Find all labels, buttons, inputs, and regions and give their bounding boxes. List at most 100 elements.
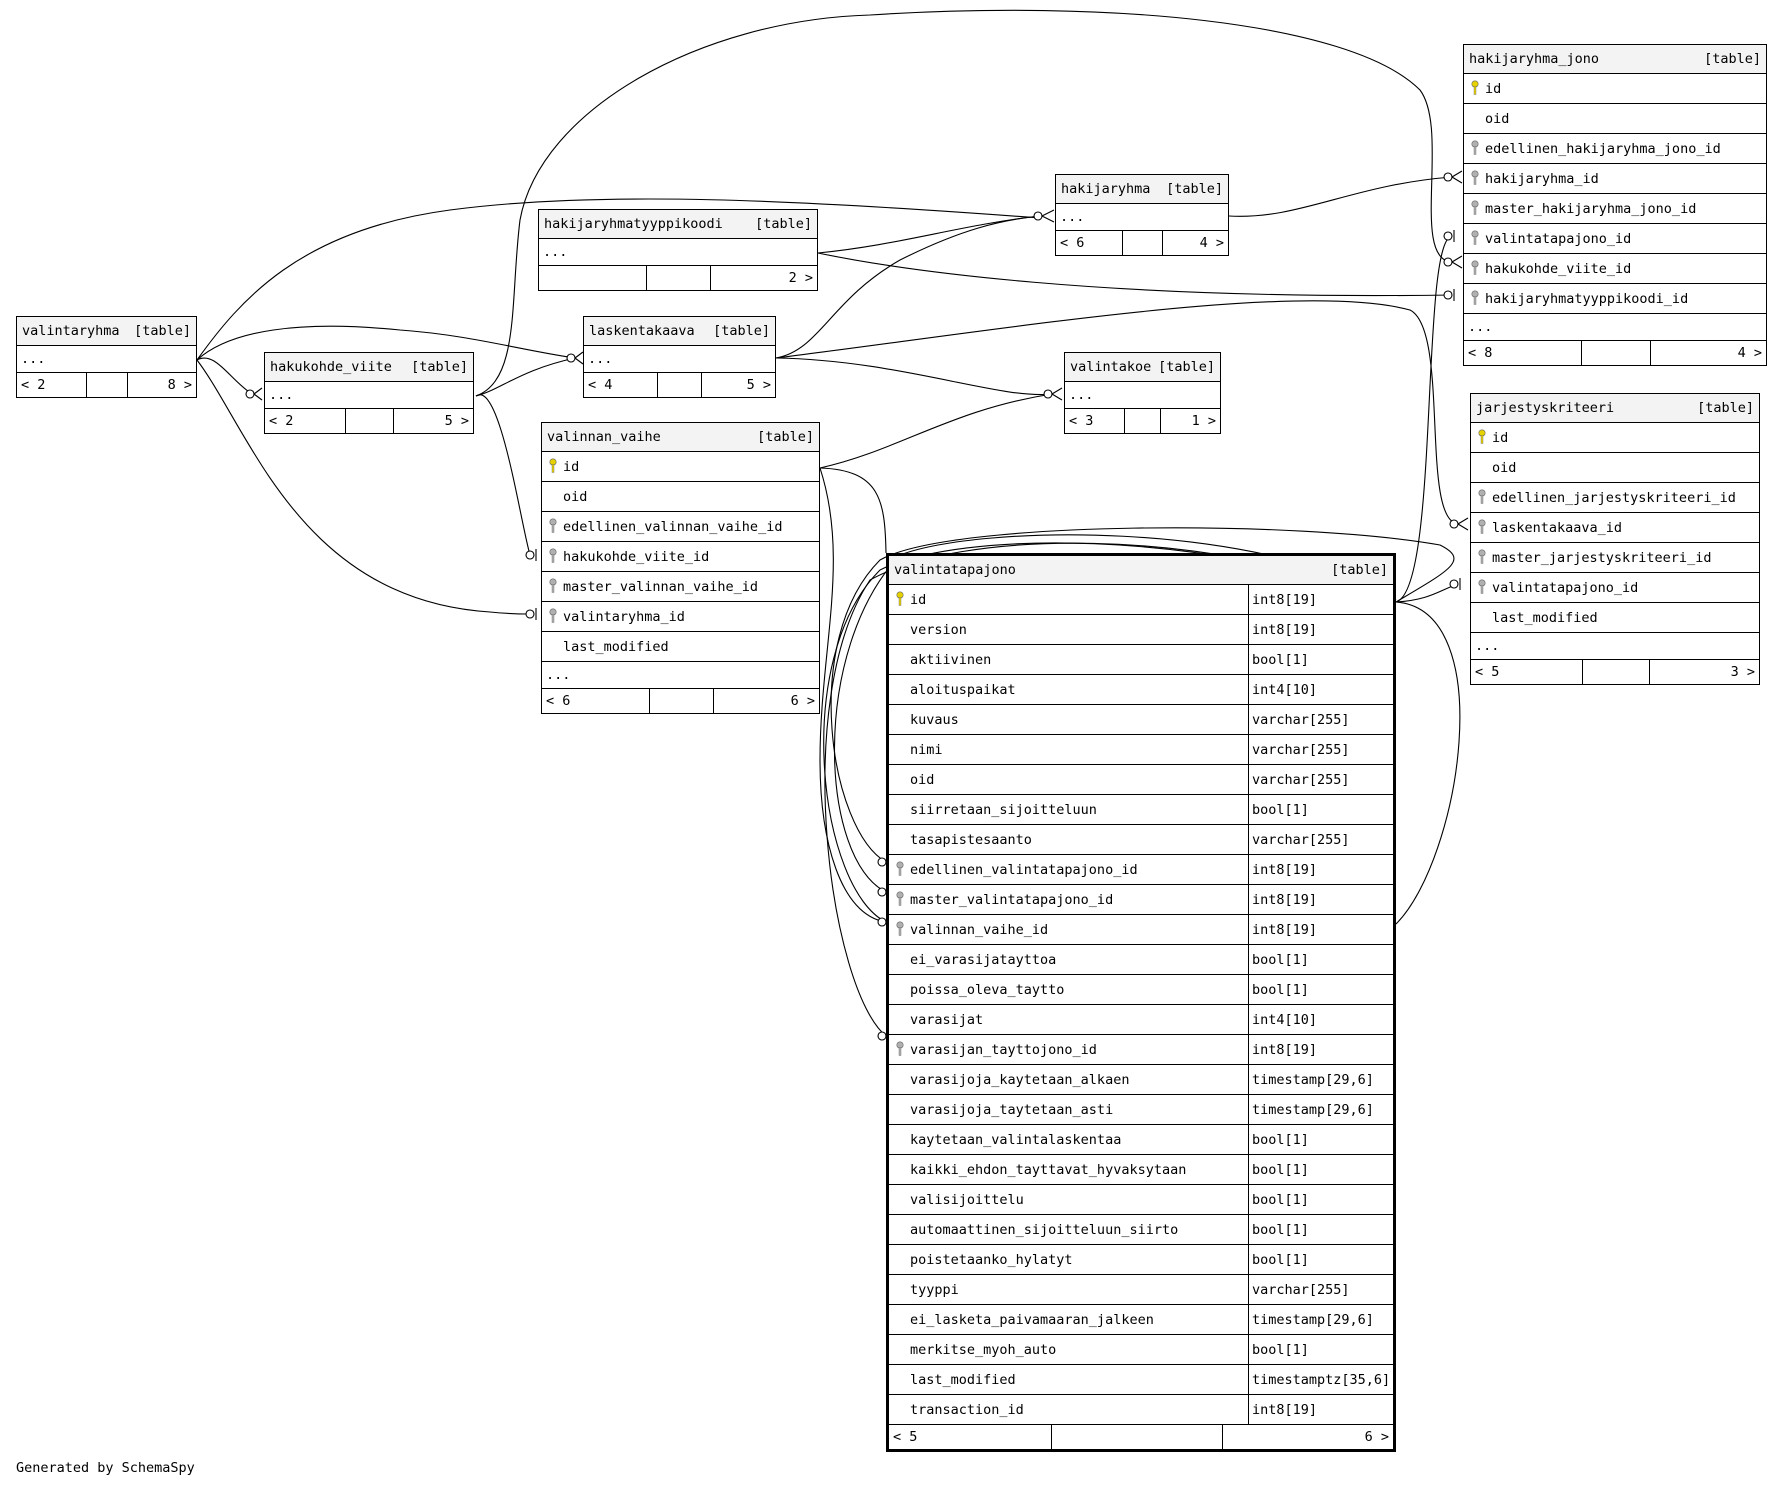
- column-row[interactable]: laskentakaava_id: [1471, 513, 1759, 543]
- column-row[interactable]: valintaryhma_id: [542, 602, 819, 632]
- table-header: hakijaryhmatyyppikoodi[table]: [539, 210, 817, 239]
- column-row[interactable]: valintatapajono_id: [1471, 573, 1759, 603]
- column-row[interactable]: id: [542, 452, 819, 482]
- table-name: jarjestyskriteeri: [1476, 400, 1615, 416]
- column-name: edellinen_valinnan_vaihe_id: [563, 518, 783, 535]
- parent-count[interactable]: < 2: [17, 373, 87, 397]
- child-count[interactable]: 4 >: [1199, 235, 1224, 251]
- child-count[interactable]: 6 >: [1364, 1429, 1389, 1445]
- column-row[interactable]: master_jarjestyskriteeri_id: [1471, 543, 1759, 573]
- child-count[interactable]: 4 >: [1737, 345, 1762, 361]
- column-row[interactable]: id: [1471, 423, 1759, 453]
- column-type: int4[10]: [1248, 675, 1393, 704]
- child-count[interactable]: 5 >: [444, 413, 469, 429]
- column-row[interactable]: master_valinnan_vaihe_id: [542, 572, 819, 602]
- child-count[interactable]: 2 >: [788, 270, 813, 286]
- parent-count[interactable]: < 8: [1464, 341, 1582, 365]
- column-row[interactable]: oid: [1464, 104, 1766, 134]
- parent-count[interactable]: < 5: [889, 1425, 1052, 1449]
- table-hakijaryhmatyyppikoodi[interactable]: hakijaryhmatyyppikoodi[table]...2 >: [538, 209, 818, 291]
- no-key-spacer: [1467, 110, 1483, 128]
- parent-count[interactable]: < 5: [1471, 660, 1584, 684]
- child-count[interactable]: 6 >: [790, 693, 815, 709]
- column-row[interactable]: hakijaryhmatyyppikoodi_id: [1464, 284, 1766, 314]
- child-count[interactable]: 5 >: [746, 377, 771, 393]
- column-name: poissa_oleva_taytto: [910, 981, 1065, 998]
- column-name: version: [910, 621, 967, 638]
- parent-count[interactable]: < 3: [1065, 409, 1126, 433]
- parent-count[interactable]: < 2: [265, 409, 347, 433]
- parent-count[interactable]: < 4: [584, 373, 659, 397]
- table-type-label: [table]: [757, 429, 814, 445]
- parent-count[interactable]: < 6: [1056, 231, 1124, 255]
- child-count[interactable]: 8 >: [167, 377, 192, 393]
- child-count[interactable]: 3 >: [1730, 664, 1755, 680]
- table-footer: < 8 4 >: [1464, 341, 1766, 365]
- column-row[interactable]: master_hakijaryhma_jono_id: [1464, 194, 1766, 224]
- column-row[interactable]: hakijaryhma_id: [1464, 164, 1766, 194]
- column-row[interactable]: last_modified: [542, 632, 819, 662]
- column-row[interactable]: edellinen_jarjestyskriteeri_id: [1471, 483, 1759, 513]
- column-name: edellinen_jarjestyskriteeri_id: [1492, 489, 1736, 506]
- parent-count[interactable]: [539, 266, 648, 290]
- column-row[interactable]: last_modified: [1471, 603, 1759, 633]
- column-type: timestamp[29,6]: [1248, 1065, 1393, 1094]
- table-footer: < 6 6 >: [542, 689, 819, 713]
- column-row[interactable]: valintatapajono_id: [1464, 224, 1766, 254]
- column-type: varchar[255]: [1248, 735, 1393, 764]
- column-type: int4[10]: [1248, 1005, 1393, 1034]
- column-row[interactable]: oid: [1471, 453, 1759, 483]
- column-name: oid: [563, 488, 588, 505]
- child-count[interactable]: 1 >: [1191, 413, 1216, 429]
- column-type: bool[1]: [1248, 1245, 1393, 1274]
- column-name: varasijat: [910, 1011, 984, 1028]
- row-count: [1583, 660, 1650, 684]
- column-row[interactable]: hakukohde_viite_id: [1464, 254, 1766, 284]
- column-row[interactable]: edellinen_hakijaryhma_jono_id: [1464, 134, 1766, 164]
- column-row[interactable]: oid: [542, 482, 819, 512]
- parent-count[interactable]: < 6: [542, 689, 651, 713]
- column-name: aloituspaikat: [910, 681, 1016, 698]
- column-row[interactable]: aloituspaikat int4[10]: [889, 675, 1393, 705]
- column-row[interactable]: edellinen_valinnan_vaihe_id: [542, 512, 819, 542]
- column-row[interactable]: id: [1464, 74, 1766, 104]
- foreign-key-icon: [545, 547, 561, 566]
- column-row[interactable]: hakukohde_viite_id: [542, 542, 819, 572]
- column-row[interactable]: varasijat int4[10]: [889, 1005, 1393, 1035]
